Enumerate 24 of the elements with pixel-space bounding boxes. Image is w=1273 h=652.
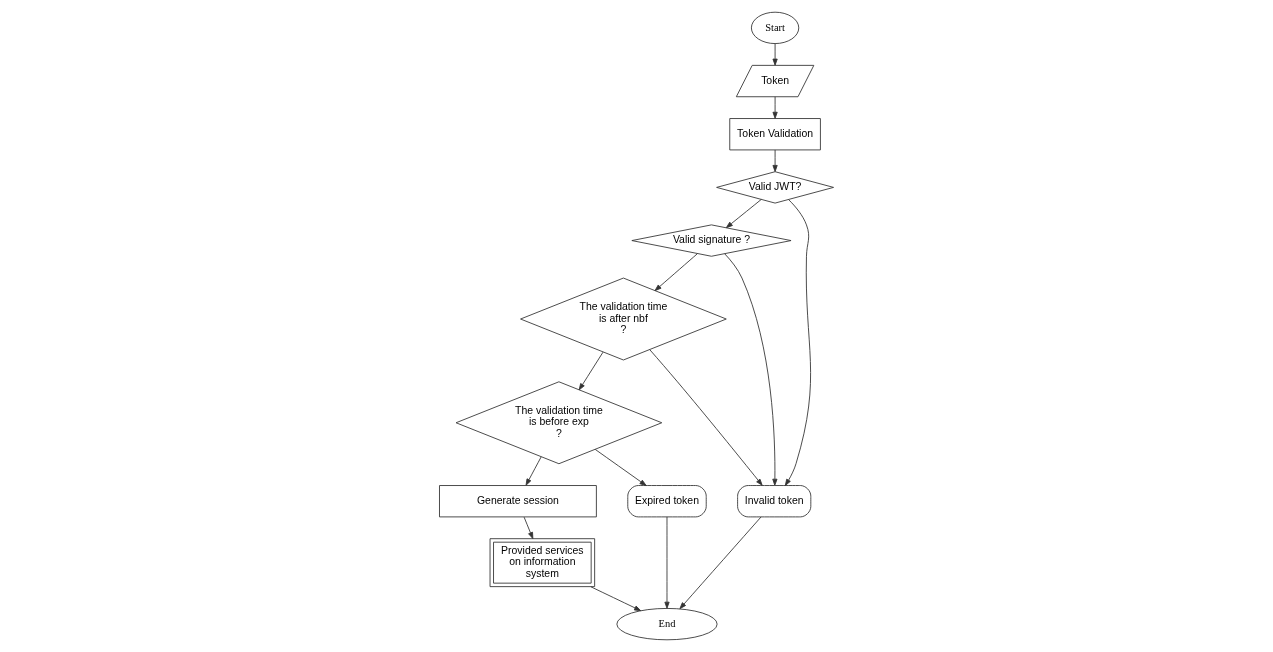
node-box: Expired token [627, 485, 707, 518]
node-diamond: Valid signature ? [631, 224, 792, 257]
node-ellipse: End [616, 608, 718, 641]
arrow [664, 516, 670, 609]
arrow [772, 43, 778, 66]
node-ellipse: Start [750, 11, 800, 44]
arrow [654, 253, 698, 292]
node-box: Token Validation [729, 118, 821, 151]
arrow [772, 96, 778, 119]
arrow [590, 586, 642, 612]
arrow [724, 253, 778, 486]
arrow [649, 349, 763, 486]
arrow [525, 456, 542, 486]
arrow [725, 199, 762, 229]
arrow [578, 351, 604, 391]
arrow [523, 516, 534, 540]
arrow [784, 199, 812, 486]
node-box: Invalid token [737, 485, 812, 518]
arrow [594, 448, 647, 486]
node-diamond: Valid JWT? [716, 171, 834, 204]
arrow [772, 149, 778, 172]
node-diamond: The validation time is after nbf ? [520, 277, 727, 361]
node-box: Generate session [439, 485, 597, 518]
arrow [679, 516, 762, 610]
